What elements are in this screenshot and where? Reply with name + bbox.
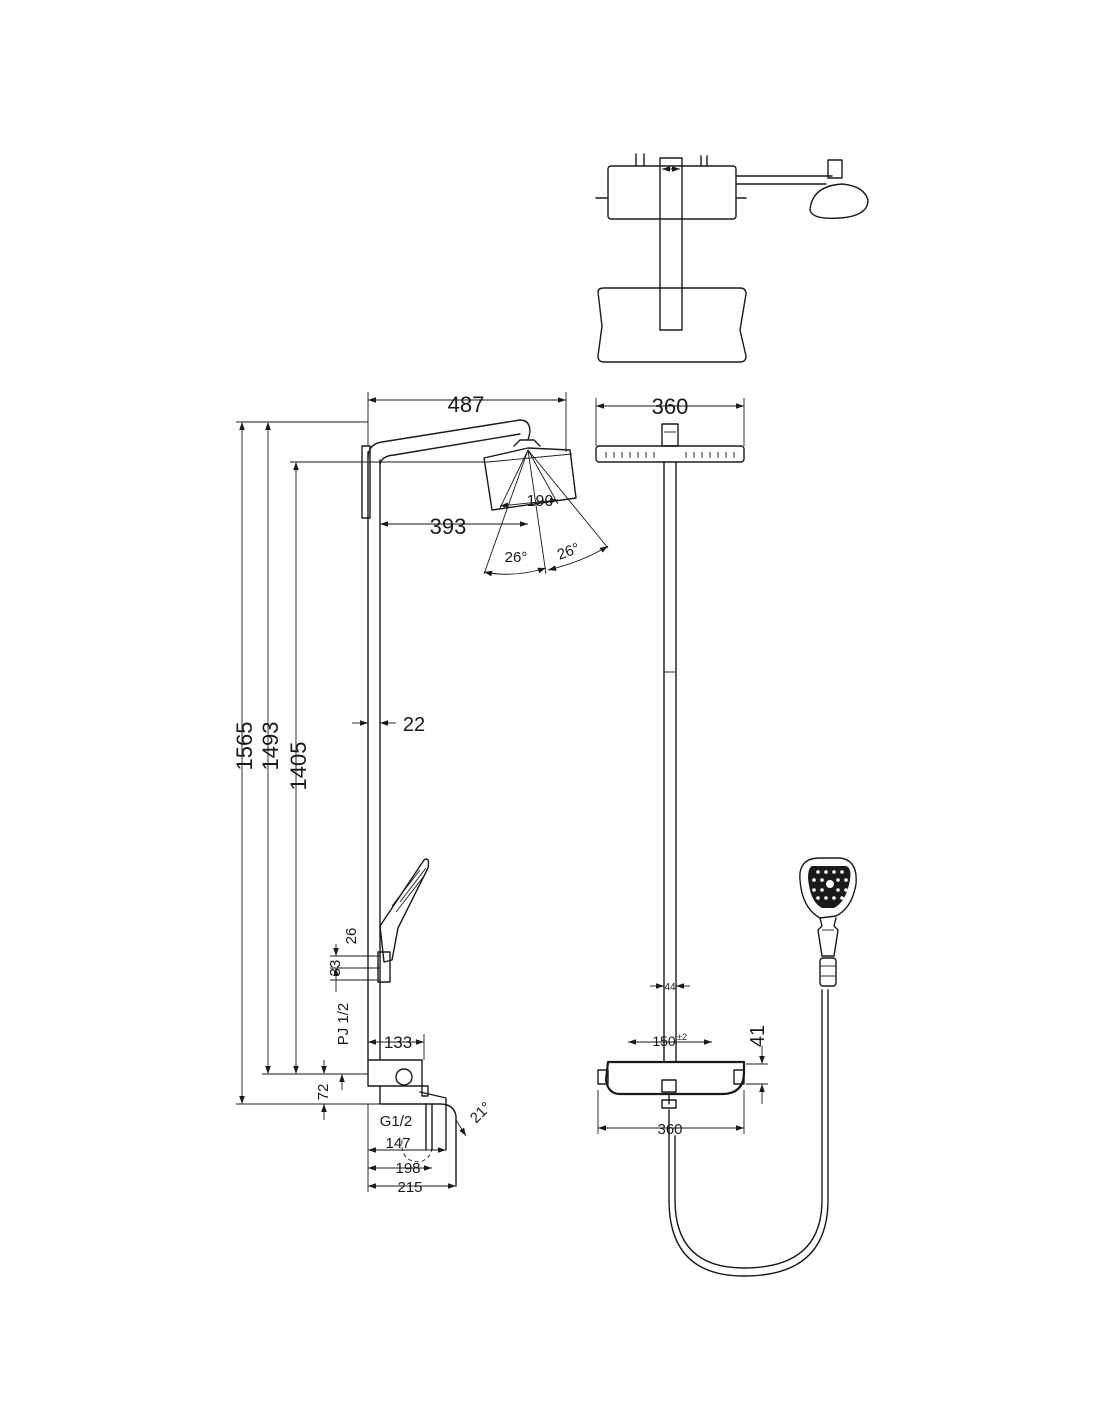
angle-21: 21° (467, 1099, 495, 1127)
front-hand-shower (799, 857, 857, 987)
side-shower-head (483, 447, 577, 511)
dim-72: 72 (315, 1084, 332, 1101)
dim-1405: 1405 (286, 742, 311, 791)
top-view-overhead-shower (597, 287, 747, 363)
shower-hose (668, 989, 829, 1277)
front-thermostat (604, 1060, 746, 1096)
dim-150: 150 (652, 1033, 676, 1049)
angle-26-right: 26° (555, 540, 582, 564)
front-view (595, 398, 857, 1277)
dim-360-top: 360 (652, 394, 689, 419)
dim-44: 44 (664, 982, 676, 993)
shower-arm (367, 419, 531, 459)
dim-22: 22 (403, 714, 425, 736)
top-view-hand-shower (809, 183, 869, 220)
dim-150-tolerance: ±2 (677, 1032, 687, 1042)
pj-thread: PJ 1/2 (335, 1003, 352, 1046)
dimension-labels: 487 360 393 190 26° 26° 1565 1493 1405 2… (232, 392, 769, 1196)
thermostat-top-outline (607, 165, 737, 220)
dim-393: 393 (430, 514, 467, 539)
dim-190: 190 (527, 493, 554, 510)
dim-360-bottom: 360 (657, 1121, 682, 1138)
dim-33: 33 (327, 960, 344, 977)
front-overhead-shower (595, 445, 745, 463)
angle-26-left: 26° (505, 549, 528, 566)
dim-1493: 1493 (258, 722, 283, 771)
dim-147: 147 (385, 1135, 410, 1152)
dim-41: 41 (747, 1025, 769, 1047)
dim-215: 215 (397, 1179, 422, 1196)
side-thermostat (367, 1059, 423, 1087)
side-view (236, 392, 609, 1192)
dim-487: 487 (448, 392, 485, 417)
g-thread: G1/2 (380, 1113, 413, 1130)
dim-133: 133 (384, 1033, 412, 1052)
top-view (595, 153, 869, 363)
dim-1565: 1565 (232, 722, 257, 771)
dim-26: 26 (343, 928, 360, 945)
side-hand-shower (379, 858, 430, 963)
dim-198: 198 (395, 1160, 420, 1177)
top-view-column (659, 157, 683, 331)
